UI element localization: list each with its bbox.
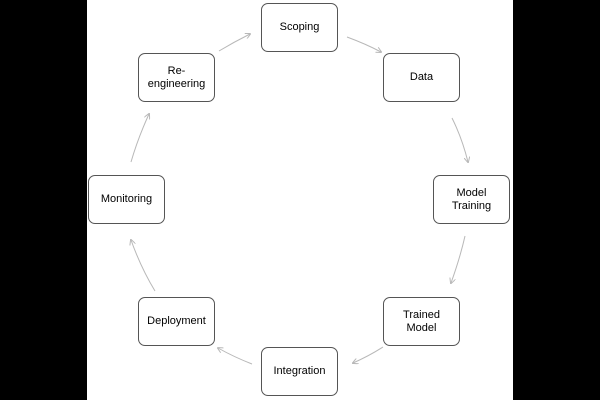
arrow-data-to-model-training — [451, 117, 468, 162]
node-data: Data — [383, 53, 460, 102]
arrow-scoping-to-data — [346, 36, 381, 52]
node-deployment: Deployment — [138, 297, 215, 346]
arrow-integration-to-deployment — [218, 348, 253, 365]
arrow-deployment-to-monitoring — [131, 240, 156, 292]
arrow-re-engineering-to-scoping — [218, 34, 250, 52]
arrow-monitoring-to-re-engineering — [130, 114, 149, 163]
node-integration: Integration — [261, 347, 338, 396]
node-monitoring: Monitoring — [88, 175, 165, 224]
node-re-engineering: Re- engineering — [138, 53, 215, 102]
arrow-trained-model-to-integration — [353, 346, 384, 363]
node-trained-model: Trained Model — [383, 297, 460, 346]
arrow-model-training-to-trained-model — [451, 235, 466, 283]
node-model-training: Model Training — [433, 175, 510, 224]
node-scoping: Scoping — [261, 3, 338, 52]
